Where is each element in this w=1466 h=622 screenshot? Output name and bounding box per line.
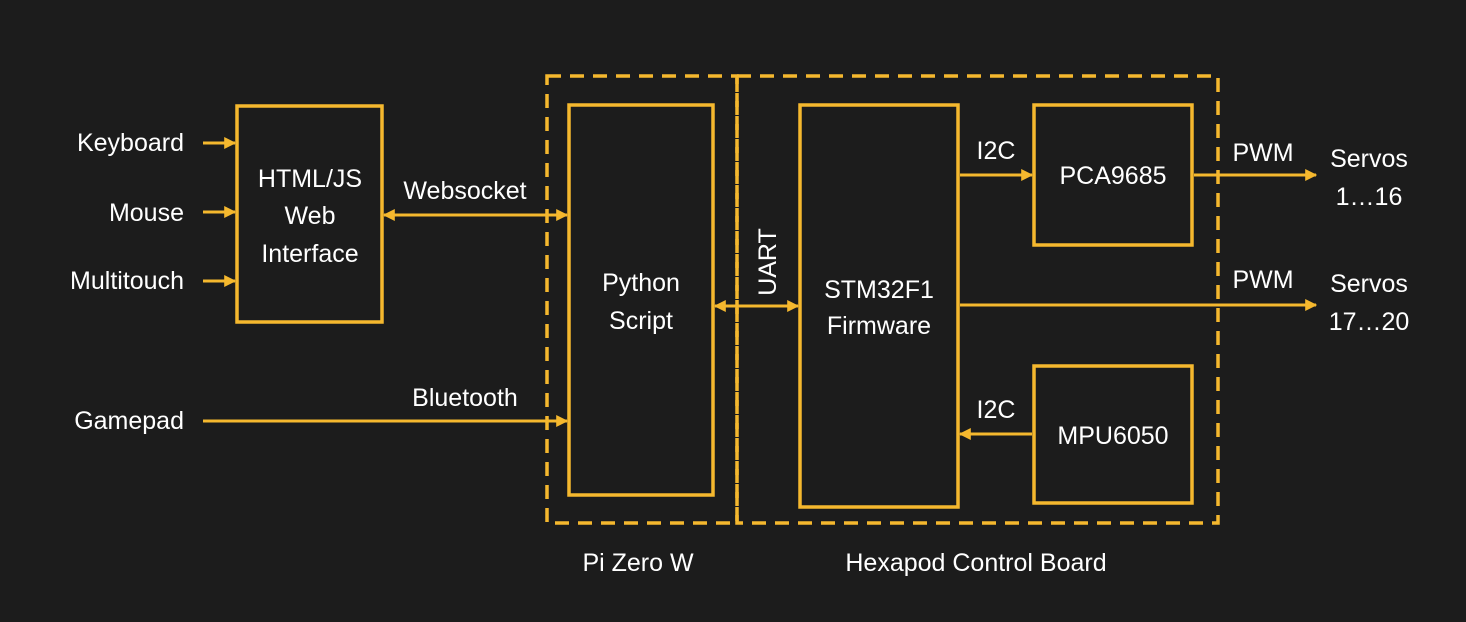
pi-zero-group-border [545, 74, 739, 525]
control-board-group-border [735, 74, 1220, 525]
web-interface-label-line1: HTML/JS [258, 165, 362, 193]
i2c-pca-label: I2C [977, 137, 1016, 165]
servos-2-label-line2: 17…20 [1329, 308, 1410, 336]
mouse-label: Mouse [109, 199, 184, 227]
keyboard-label: Keyboard [77, 129, 184, 157]
pwm-2-label: PWM [1232, 266, 1293, 294]
multitouch-label: Multitouch [70, 267, 184, 295]
pca9685-label: PCA9685 [1059, 162, 1166, 190]
python-script-label-line2: Script [609, 307, 673, 335]
i2c-mpu-label: I2C [977, 396, 1016, 424]
python-script-block [567, 103, 715, 497]
web-interface-label-line3: Interface [261, 240, 358, 268]
websocket-label: Websocket [403, 177, 526, 205]
servos-2-label-line1: Servos [1330, 270, 1408, 298]
web-interface-label-line2: Web [285, 202, 336, 230]
pi-zero-group-label: Pi Zero W [582, 549, 694, 577]
control-board-group-label: Hexapod Control Board [845, 549, 1106, 577]
mpu6050-block [1032, 364, 1194, 505]
uart-label: UART [754, 228, 782, 296]
web-interface-block [235, 104, 384, 324]
gamepad-label: Gamepad [74, 407, 184, 435]
servos-1-label-line1: Servos [1330, 145, 1408, 173]
stm32-label-line2: Firmware [827, 312, 931, 340]
pwm-1-label: PWM [1232, 139, 1293, 167]
pca9685-block [1032, 103, 1194, 247]
stm32-firmware-block [798, 103, 960, 509]
mpu6050-label: MPU6050 [1057, 422, 1168, 450]
servos-1-label-line2: 1…16 [1336, 183, 1403, 211]
bluetooth-label: Bluetooth [412, 384, 518, 412]
python-script-label-line1: Python [602, 269, 680, 297]
stm32-label-line1: STM32F1 [824, 276, 934, 304]
